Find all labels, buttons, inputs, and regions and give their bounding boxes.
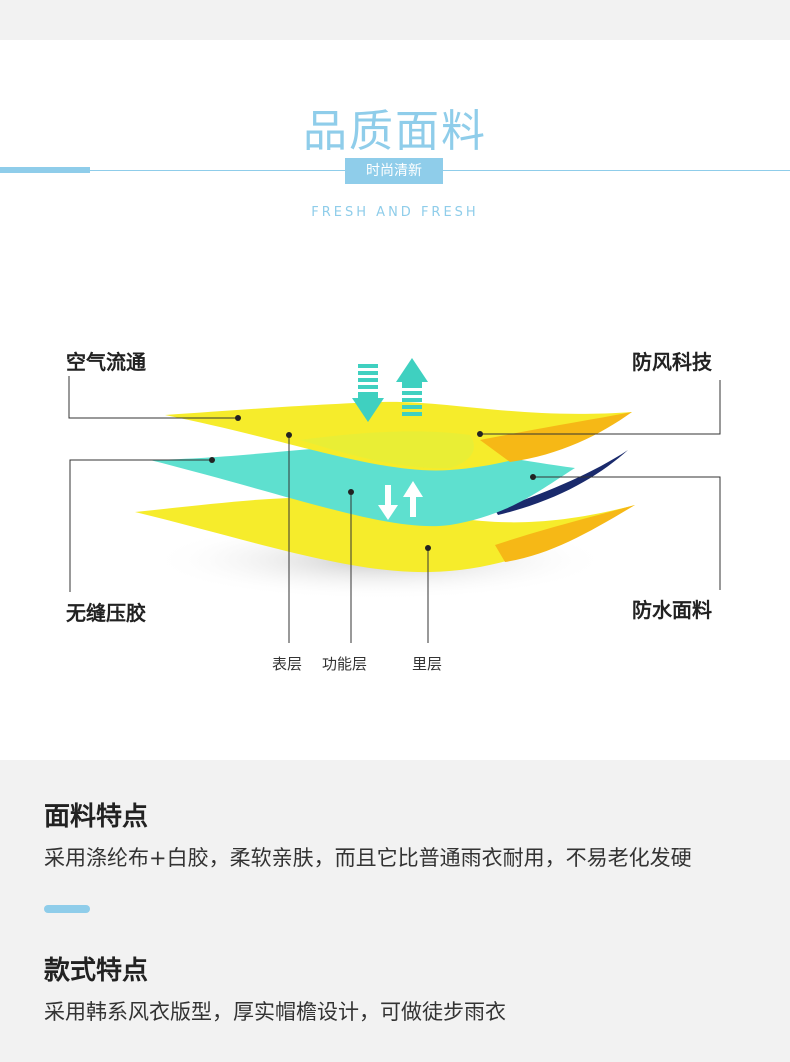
label-inner-layer: 里层 [412, 655, 443, 673]
dot-outer [286, 432, 292, 438]
layer-navy-edge [495, 450, 628, 515]
label-windproof: 防风科技 [632, 350, 712, 374]
leader-seam [69, 459, 212, 592]
style-features-text: 采用韩系风衣版型，厚实帽檐设计，可做徒步雨衣 [44, 1000, 506, 1024]
dot-function [348, 489, 354, 495]
air-out-arrow-icon [396, 358, 428, 416]
leader-wind [480, 380, 721, 435]
label-outer-layer: 表层 [272, 655, 303, 673]
label-air-flow: 空气流通 [66, 350, 146, 374]
label-seam-sealing: 无缝压胶 [66, 601, 146, 625]
label-function-layer: 功能层 [322, 655, 368, 673]
dot-inner [425, 545, 431, 551]
page-title: 品质面料 [303, 106, 487, 157]
style-features-title: 款式特点 [44, 956, 149, 986]
air-in-arrow-icon [352, 364, 384, 422]
fabric-features-text: 采用涤纶布+白胶，柔软亲肤，而且它比普通雨衣耐用，不易老化发硬 [44, 846, 692, 870]
layer-outer-yellowgreen [300, 431, 474, 469]
dot-seam [209, 457, 215, 463]
top-band [0, 0, 790, 40]
label-waterproof: 防水面料 [632, 598, 712, 622]
fabric-layers-diagram [68, 358, 721, 643]
layer-inner-orange [495, 505, 635, 562]
title-subtitle-en: FRESH AND FRESH [311, 205, 479, 220]
section-divider [44, 905, 90, 913]
exchange-arrows-icon [378, 481, 423, 520]
dot-waterproof [530, 474, 536, 480]
dot-wind [477, 431, 483, 437]
fabric-features-title: 面料特点 [44, 802, 149, 832]
leader-air [68, 376, 238, 419]
dot-air [235, 415, 241, 421]
layer-outer-orange [480, 412, 632, 462]
title-tag: 时尚清新 [345, 158, 443, 184]
leader-waterproof [533, 476, 721, 590]
